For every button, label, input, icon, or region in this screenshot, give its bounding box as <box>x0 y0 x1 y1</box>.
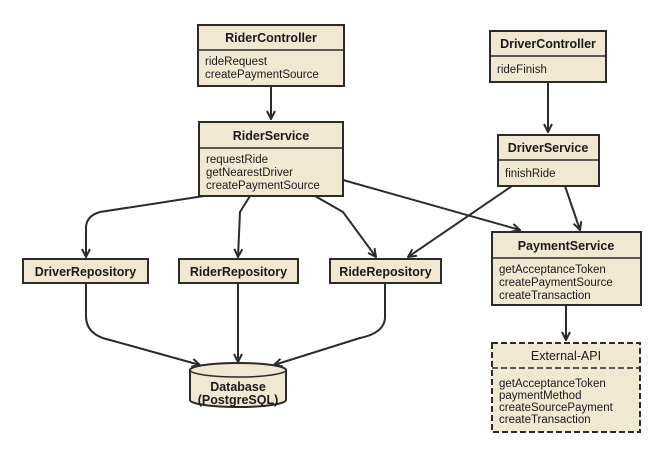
node-payment-service: PaymentService getAcceptanceToken create… <box>491 231 642 306</box>
edge-riderservice-paymentservice <box>342 179 520 230</box>
ride-repository-title: RideRepository <box>339 265 431 279</box>
external-api-method: paymentMethod <box>499 390 581 402</box>
node-driver-repository: DriverRepository <box>22 258 149 284</box>
database-title: Database <box>210 380 266 394</box>
edge-driverrepository-database <box>85 283 200 365</box>
external-api-method: getAcceptanceToken <box>499 378 606 390</box>
payment-service-method: createPaymentSource <box>499 277 613 289</box>
external-api-method: createSourcePayment <box>499 402 614 414</box>
rider-service-title: RiderService <box>233 129 309 143</box>
driver-controller-method: rideFinish <box>497 64 547 76</box>
node-rider-controller: RiderController rideRequest createPaymen… <box>197 24 345 87</box>
node-external-api: External-API getAcceptanceToken paymentM… <box>491 342 641 433</box>
rider-repository-title: RiderRepository <box>190 265 287 279</box>
driver-service-title: DriverService <box>508 141 589 155</box>
edge-riderservice-driverrepository <box>86 195 205 257</box>
node-rider-service: RiderService requestRide getNearestDrive… <box>198 121 344 197</box>
external-api-method: createTransaction <box>499 414 591 426</box>
node-database: Database (PostgreSQL) <box>189 362 287 408</box>
node-driver-controller: DriverController rideFinish <box>489 30 607 83</box>
driver-controller-title: DriverController <box>500 37 596 51</box>
payment-service-method: getAcceptanceToken <box>499 264 606 276</box>
rider-controller-method: rideRequest <box>205 56 268 68</box>
driver-service-method: finishRide <box>505 168 556 180</box>
edge-riderservice-riderepository <box>314 195 376 257</box>
database-subtitle: (PostgreSQL) <box>198 393 279 407</box>
edge-driverservice-riderepository <box>408 185 513 257</box>
edges <box>86 82 580 365</box>
edge-driverservice-paymentservice <box>564 185 580 230</box>
external-api-title: External-API <box>531 349 601 363</box>
database-cylinder-icon <box>189 362 287 408</box>
rider-service-method: getNearestDriver <box>206 167 293 179</box>
node-ride-repository: RideRepository <box>329 258 442 284</box>
rider-controller-method: createPaymentSource <box>205 69 319 81</box>
rider-controller-title: RiderController <box>225 31 317 45</box>
edge-riderservice-riderrepository <box>238 195 251 257</box>
rider-service-method: requestRide <box>206 154 268 166</box>
node-rider-repository: RiderRepository <box>178 258 299 284</box>
node-driver-service: DriverService finishRide <box>497 134 600 187</box>
payment-service-title: PaymentService <box>518 239 615 253</box>
edge-riderepository-database <box>274 283 386 365</box>
rider-service-method: createPaymentSource <box>206 180 320 192</box>
payment-service-method: createTransaction <box>499 290 591 302</box>
driver-repository-title: DriverRepository <box>35 265 136 279</box>
